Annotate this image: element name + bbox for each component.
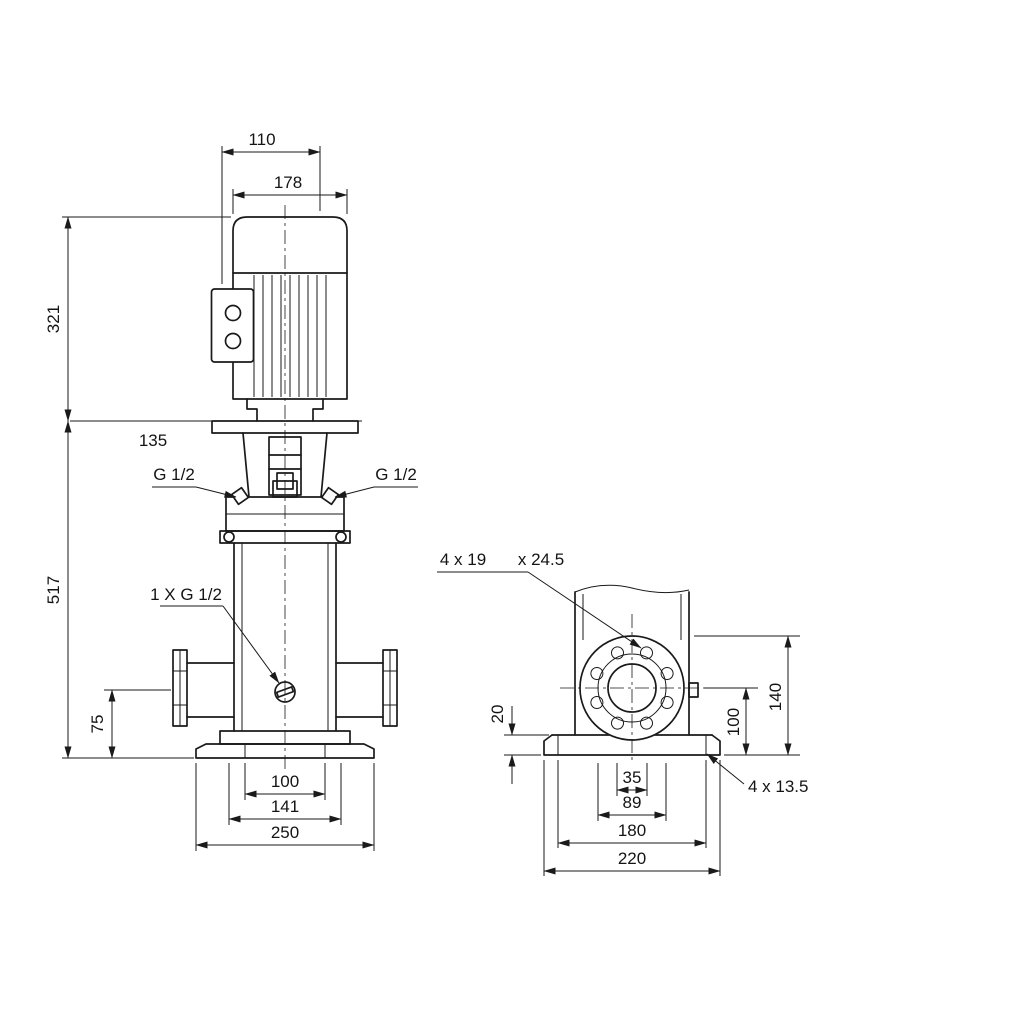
dim-flange-face-width: 89	[623, 793, 642, 812]
dim-motor-width: 178	[274, 173, 302, 192]
terminal-box	[210, 288, 255, 363]
motor-fins	[253, 275, 327, 397]
dim-base-thickness: 20	[488, 705, 507, 724]
motor-outline	[210, 216, 348, 422]
pump-sleeve	[233, 542, 337, 732]
cable-entry-icon	[224, 332, 242, 350]
pump-base	[195, 730, 375, 759]
side-dimension-lines	[508, 571, 792, 875]
dim-flange-top-height: 140	[766, 683, 785, 711]
label-flange-spotface: x 24.5	[518, 550, 564, 569]
dim-base-bolt-span: 100	[271, 772, 299, 791]
dim-motor-height: 321	[44, 305, 63, 333]
vent-plug-left	[230, 486, 250, 506]
side-view: 4 x 19 x 24.5 20 100 140 4 x 13.5 35 89 …	[437, 550, 809, 876]
dim-stool-offset: 135	[139, 431, 167, 450]
base-plate-side	[543, 734, 721, 756]
port-flange-face	[579, 635, 685, 741]
front-view: 110 178 321 517 135 G 1/2 G 1/2 1 X G 1/…	[44, 130, 418, 851]
dim-motor-top-width: 110	[248, 130, 275, 149]
label-drain-plug: 1 X G 1/2	[150, 585, 222, 604]
front-extension-lines	[62, 146, 375, 851]
dim-pump-height: 517	[44, 576, 63, 604]
drain-plug	[274, 681, 296, 703]
flange-bolt-holes	[590, 646, 674, 730]
pump-head	[219, 480, 351, 544]
label-plug-right: G 1/2	[375, 465, 417, 484]
label-base-holes: 4 x 13.5	[748, 777, 809, 796]
dim-base-bolt-span: 180	[618, 821, 646, 840]
dim-port-center-height: 100	[724, 708, 743, 736]
label-flange-holes: 4 x 19	[440, 550, 486, 569]
coupling	[268, 436, 302, 496]
front-dimension-lines	[64, 148, 418, 849]
port-flanges	[172, 649, 398, 727]
dim-base-mid-width: 141	[271, 797, 299, 816]
nameplate-tab	[688, 682, 699, 698]
label-plug-left: G 1/2	[153, 465, 195, 484]
cable-entry-icon	[224, 304, 242, 322]
dim-port-height: 75	[88, 715, 107, 734]
vent-plug-right	[320, 486, 340, 506]
dim-flange-bolt-span: 35	[623, 768, 642, 787]
cylinder-side	[574, 584, 699, 736]
dim-base-width: 250	[271, 823, 299, 842]
dim-base-width: 220	[618, 849, 646, 868]
